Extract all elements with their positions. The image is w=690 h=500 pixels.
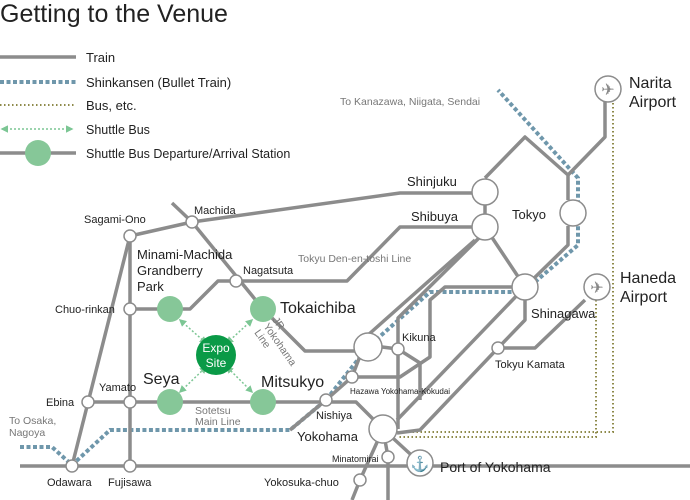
station-hazawa <box>345 370 359 384</box>
legend-shinkansen: Shinkansen (Bullet Train) <box>86 75 231 90</box>
port-circle <box>406 449 434 477</box>
haneda-circle <box>583 273 611 301</box>
label-machida: Machida <box>194 205 236 217</box>
label-hazawa: Hazawa Yokohama-Kokudai <box>350 387 450 396</box>
shuttle-station-mitsukyo[interactable] <box>250 389 276 415</box>
shuttle-arrow-tokaichiba <box>225 318 254 345</box>
label-sotetsu-2: Main Line <box>195 416 241 428</box>
label-nishiya: Nishiya <box>316 410 353 422</box>
label-yamato: Yamato <box>99 382 136 394</box>
station-yokosuka-chuo <box>353 473 367 487</box>
shuttle-station-seya[interactable] <box>157 389 183 415</box>
shuttle-arrows <box>178 318 254 394</box>
stations <box>65 178 587 487</box>
station-fujisawa <box>123 459 137 473</box>
bus-line-narita <box>397 103 614 433</box>
station-chuo-rinkan <box>123 302 137 316</box>
legend-bus: Bus, etc. <box>86 98 137 113</box>
label-shinagawa: Shinagawa <box>531 306 596 321</box>
label-minatomirai: Minatomirai <box>332 454 379 464</box>
label-shinjuku: Shinjuku <box>407 174 457 189</box>
label-haneda-1: Haneda <box>620 270 676 287</box>
label-den-en-toshi: Tokyu Den-en-toshi Line <box>298 253 411 265</box>
label-sotetsu-1: Sotetsu <box>195 405 231 417</box>
station-ebina <box>81 395 95 409</box>
expo-label-2: Site <box>206 356 227 370</box>
station-nishiya <box>319 393 333 407</box>
label-minami-machida-2: Grandberry <box>137 263 203 278</box>
station-nagatsuta <box>229 274 243 288</box>
shuttle-arrow-mitsukyo <box>225 365 254 394</box>
expo-site[interactable] <box>196 335 236 375</box>
label-mitsukyo: Mitsukyo <box>261 374 324 391</box>
expo-label-1: Expo <box>202 341 230 355</box>
anchor-icon: ⚓ <box>411 455 430 473</box>
narita-circle <box>594 75 622 103</box>
legend-station-circle <box>25 140 51 166</box>
legend-train: Train <box>86 50 115 65</box>
label-port: Port of Yokohama <box>440 459 551 475</box>
bus-line-haneda <box>397 300 597 438</box>
station-tokyu-kamata <box>491 341 505 355</box>
shuttle-arrow-minami-machida <box>178 319 208 344</box>
label-tokyo: Tokyo <box>512 207 546 222</box>
airplane-icon: ✈ <box>601 82 614 99</box>
shinkansen-line <box>20 88 580 468</box>
label-minami-machida-1: Minami-Machida <box>137 247 233 262</box>
shuttle-arrow-seya <box>178 365 208 394</box>
station-shinagawa <box>511 273 539 301</box>
label-chuo-rinkan: Chuo-rinkan <box>55 304 115 316</box>
haneda-airport: ✈ <box>583 273 611 301</box>
legend-shuttle: Shuttle Bus <box>86 123 150 137</box>
port-of-yokohama: ⚓ <box>406 449 434 477</box>
label-tokaichiba: Tokaichiba <box>280 300 356 317</box>
station-odawara <box>65 459 79 473</box>
label-sagami-ono: Sagami-Ono <box>84 214 146 226</box>
narita-airport: ✈ <box>594 75 622 103</box>
shuttle-station-tokaichiba[interactable] <box>250 296 276 322</box>
label-narita-1: Narita <box>629 75 672 92</box>
legend: Train Shinkansen (Bullet Train) Bus, etc… <box>0 50 290 166</box>
label-to-osaka-2: Nagoya <box>9 427 45 439</box>
label-to-osaka-1: To Osaka, <box>9 415 56 427</box>
legend-station: Shuttle Bus Departure/Arrival Station <box>86 147 290 161</box>
station-minatomirai <box>381 450 395 464</box>
label-fujisawa: Fujisawa <box>108 477 152 489</box>
label-shibuya: Shibuya <box>411 209 459 224</box>
label-nagatsuta: Nagatsuta <box>243 265 294 277</box>
station-machida <box>185 215 199 229</box>
label-minami-machida-3: Park <box>137 279 164 294</box>
label-yokosuka-chuo: Yokosuka-chuo <box>264 477 339 489</box>
label-yokohama: Yokohama <box>297 429 359 444</box>
shuttle-station-minami-machida[interactable] <box>157 296 183 322</box>
station-sagami-ono <box>123 229 137 243</box>
label-seya: Seya <box>143 371 180 388</box>
label-haneda-2: Airport <box>620 289 668 306</box>
page-title: Getting to the Venue <box>0 0 228 28</box>
station-shibuya <box>471 213 499 241</box>
station-kikuna <box>391 342 405 356</box>
station-yamato <box>123 395 137 409</box>
airplane-icon: ✈ <box>590 280 603 297</box>
station-shin-yokohama <box>353 332 383 362</box>
label-odawara: Odawara <box>47 477 93 489</box>
label-kikuna: Kikuna <box>402 332 437 344</box>
label-narita-2: Airport <box>629 94 677 111</box>
station-yokohama <box>368 414 398 444</box>
label-tokyu-kamata: Tokyu Kamata <box>495 359 566 371</box>
station-shinjuku <box>471 178 499 206</box>
label-ebina: Ebina <box>46 397 75 409</box>
station-tokyo <box>559 199 587 227</box>
label-to-kanazawa: To Kanazawa, Niigata, Sendai <box>340 96 480 108</box>
